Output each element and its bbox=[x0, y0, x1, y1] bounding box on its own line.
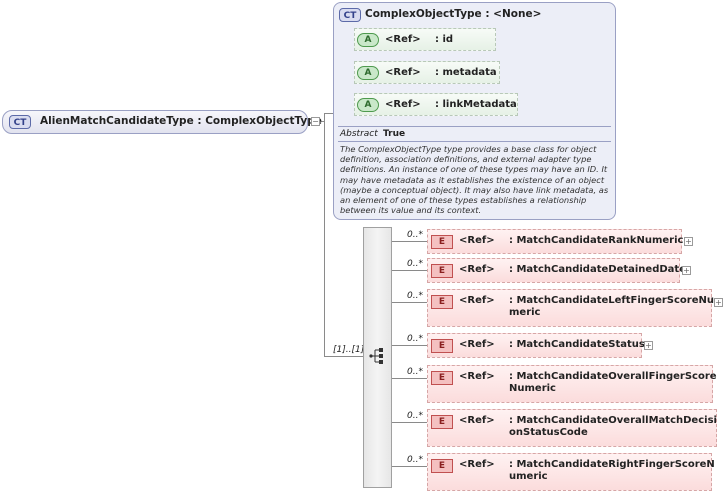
element-name: Numeric bbox=[509, 383, 556, 394]
element-ref: <Ref> bbox=[459, 295, 495, 306]
sequence-icon bbox=[369, 348, 383, 364]
element-cardinality: 0..* bbox=[407, 455, 423, 465]
element-icon: E bbox=[431, 415, 453, 429]
expand-icon[interactable]: + bbox=[644, 341, 653, 350]
element-icon: E bbox=[431, 264, 453, 278]
element-ref: <Ref> bbox=[459, 264, 495, 275]
sequence-compositor[interactable] bbox=[363, 227, 392, 488]
element-icon: E bbox=[431, 295, 453, 309]
trunk-line bbox=[324, 113, 325, 356]
attribute-ref: <Ref> bbox=[385, 67, 421, 78]
expand-icon[interactable]: + bbox=[682, 266, 691, 275]
element-ref: <Ref> bbox=[459, 339, 495, 350]
element-ref: <Ref> bbox=[459, 371, 495, 382]
element-cardinality: 0..* bbox=[407, 230, 423, 240]
element-name: : MatchCandidateOverallMatchDecisi bbox=[509, 415, 717, 426]
attribute-icon: A bbox=[357, 33, 379, 47]
attribute-metadata[interactable]: A <Ref> : metadata bbox=[354, 61, 500, 84]
root-type-label: AlienMatchCandidateType : ComplexObjectT… bbox=[40, 115, 322, 127]
element-icon: E bbox=[431, 459, 453, 473]
element-icon: E bbox=[431, 235, 453, 249]
element-cardinality: 0..* bbox=[407, 367, 423, 377]
attribute-ref: <Ref> bbox=[385, 34, 421, 45]
expand-icon[interactable]: + bbox=[684, 237, 693, 246]
element-name: : MatchCandidateRightFingerScoreN bbox=[509, 459, 715, 470]
element-connector bbox=[392, 422, 427, 423]
element-ref: <Ref> bbox=[459, 415, 495, 426]
root-connector bbox=[318, 121, 324, 122]
base-connector bbox=[324, 113, 333, 114]
root-complex-type[interactable]: CT AlienMatchCandidateType : ComplexObje… bbox=[2, 110, 322, 134]
element-name: : MatchCandidateOverallFingerScore bbox=[509, 371, 717, 382]
element-box[interactable]: E <Ref> : MatchCandidateDetainedDate bbox=[427, 258, 686, 283]
element-cardinality: 0..* bbox=[407, 411, 423, 421]
sequence-connector bbox=[324, 356, 363, 357]
element-cardinality: 0..* bbox=[407, 334, 423, 344]
abstract-label: Abstract bbox=[340, 129, 378, 139]
element-connector bbox=[392, 270, 427, 271]
element-connector bbox=[392, 345, 427, 346]
element-ref: <Ref> bbox=[459, 235, 495, 246]
element-cardinality: 0..* bbox=[407, 259, 423, 269]
element-name: meric bbox=[509, 307, 541, 318]
sequence-cardinality: [1]..[1] bbox=[333, 345, 365, 355]
ct-icon: CT bbox=[339, 8, 361, 22]
attribute-ref: <Ref> bbox=[385, 99, 421, 110]
element-icon: E bbox=[431, 339, 453, 353]
element-name: : MatchCandidateLeftFingerScoreNu bbox=[509, 295, 715, 306]
ct-icon: CT bbox=[9, 115, 31, 129]
element-connector bbox=[392, 241, 427, 242]
element-name: : MatchCandidateDetainedDate bbox=[509, 264, 686, 275]
element-name: : MatchCandidateStatus bbox=[509, 339, 645, 350]
abstract-value: True bbox=[383, 129, 406, 139]
collapse-toggle-icon[interactable]: − bbox=[311, 117, 320, 126]
base-type-title: ComplexObjectType : <None> bbox=[365, 8, 542, 20]
element-box[interactable]: E <Ref> : MatchCandidateOverallFingerScore… bbox=[427, 365, 717, 403]
panel-divider bbox=[338, 126, 611, 127]
attribute-name: : linkMetadata bbox=[435, 99, 517, 110]
element-name: : MatchCandidateRankNumeric bbox=[509, 235, 684, 246]
element-box[interactable]: E <Ref> : MatchCandidateRankNumeric bbox=[427, 229, 684, 254]
element-name: onStatusCode bbox=[509, 427, 588, 438]
attribute-icon: A bbox=[357, 66, 379, 80]
element-name: umeric bbox=[509, 471, 548, 482]
attribute-name: : metadata bbox=[435, 67, 497, 78]
element-connector bbox=[392, 466, 427, 467]
attribute-id[interactable]: A <Ref> : id bbox=[354, 28, 496, 51]
element-ref: <Ref> bbox=[459, 459, 495, 470]
element-box[interactable]: E <Ref> : MatchCandidateOverallMatchDecisi… bbox=[427, 409, 717, 447]
panel-divider bbox=[338, 141, 611, 142]
element-icon: E bbox=[431, 371, 453, 385]
attribute-name: : id bbox=[435, 34, 454, 45]
attribute-icon: A bbox=[357, 98, 379, 112]
element-connector bbox=[392, 378, 427, 379]
expand-icon[interactable]: + bbox=[714, 298, 723, 307]
element-cardinality: 0..* bbox=[407, 291, 423, 301]
documentation-text: The ComplexObjectType type provides a ba… bbox=[340, 144, 609, 216]
attribute-linkMetadata[interactable]: A <Ref> : linkMetadata bbox=[354, 93, 518, 116]
element-box[interactable]: E <Ref> : MatchCandidateStatus bbox=[427, 333, 645, 358]
base-type-panel[interactable]: CT ComplexObjectType : <None> A <Ref> : … bbox=[333, 2, 616, 220]
element-connector bbox=[392, 302, 427, 303]
